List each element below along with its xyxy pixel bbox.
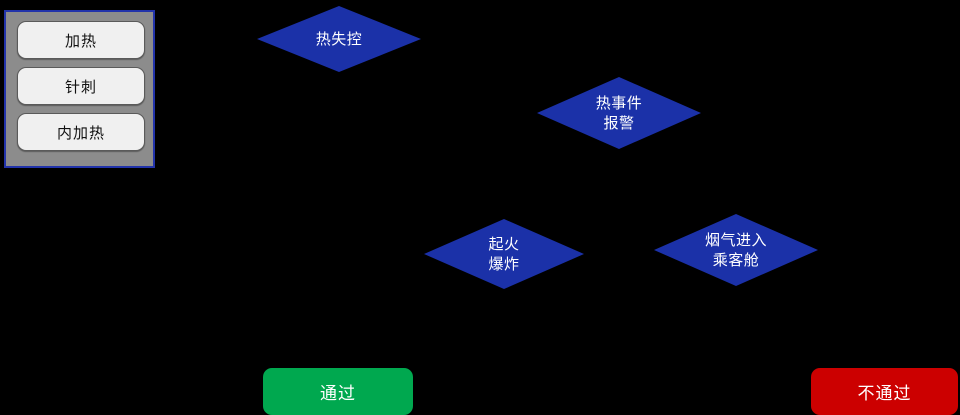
panel-button-internal-heating[interactable]: 内加热 [17,113,145,151]
fail-button-label: 不通过 [857,384,912,404]
node-thermal-alarm-label: 热事件 报警 [595,94,643,132]
node-fire-explosion[interactable]: 起火 爆炸 [424,219,584,289]
trigger-method-panel: 加热 针刺 内加热 [4,10,155,168]
pass-button[interactable]: 通过 [263,368,413,415]
panel-button-heating-label: 加热 [64,31,97,50]
pass-button-label: 通过 [320,384,356,404]
node-smoke-cabin-label: 烟气进入 乘客舱 [704,231,767,269]
node-fire-explosion-label: 起火 爆炸 [488,235,520,273]
node-thermal-runaway-label: 热失控 [315,30,363,48]
panel-button-nail-penetration-label: 针刺 [64,77,97,96]
node-smoke-cabin[interactable]: 烟气进入 乘客舱 [654,214,818,286]
fail-button[interactable]: 不通过 [811,368,958,415]
panel-button-internal-heating-label: 内加热 [56,123,105,142]
panel-button-heating[interactable]: 加热 [17,21,145,59]
node-thermal-runaway[interactable]: 热失控 [257,6,421,72]
node-thermal-alarm[interactable]: 热事件 报警 [537,77,701,149]
panel-button-nail-penetration[interactable]: 针刺 [17,67,145,105]
